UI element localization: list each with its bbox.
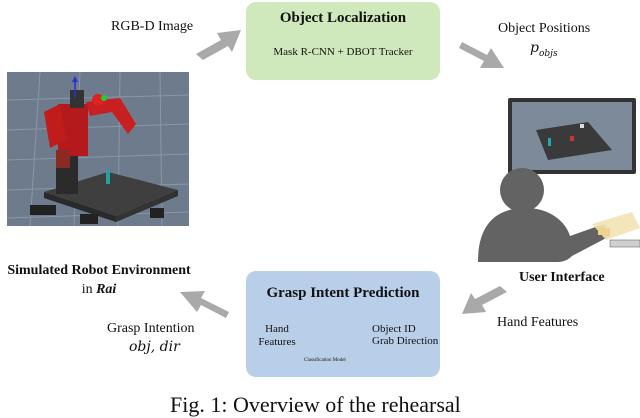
robot-sim-image [6,71,190,227]
arrow-interface-to-grasp [462,286,507,314]
sim-env-subtitle: in Rai [0,282,198,298]
nn-output-object-id: Object ID [372,323,416,335]
user-interface-label: User Interface [519,270,605,285]
nn-model-caption: Classification Model [304,358,346,363]
nn-input-line-2: Features [258,336,296,348]
localization-subtitle: Mask R-CNN + DBOT Tracker [273,46,413,58]
object-positions-label: Object Positions [498,21,591,36]
object-positions-symbol: pobjs [530,40,558,59]
p-subscript: objs [538,48,558,59]
arrow-grasp-to-robot [180,291,229,318]
object-localization-box: Object Localization Mask R-CNN + DBOT Tr… [246,2,440,80]
rgbd-image-label: RGB-D Image [111,19,194,34]
localization-title: Object Localization [279,10,407,26]
arrow-rgbd-to-localization [196,30,241,60]
nn-output-grab-direction: Grab Direction [372,335,439,347]
grasp-intention-label: Grasp Intention [107,321,195,336]
grasp-intent-box: Grasp Intent Prediction Hand Features Ob… [246,271,440,377]
sim-env-prefix: in [81,282,97,297]
arrow-localization-to-positions [459,42,504,68]
figure-caption: Fig. 1: Overview of the rehearsal [170,392,461,417]
sim-env-name: Rai [96,282,117,297]
hand-features-label: Hand Features [497,315,579,330]
user-interface-illustration [478,98,640,262]
diagram-canvas [6,30,640,357]
nn-input-label: Hand Features [256,323,298,349]
flow-arrows [180,30,507,318]
grasp-title: Grasp Intent Prediction [266,285,420,301]
sim-env-title: Simulated Robot Environment [7,263,191,278]
grasp-intention-symbol: obj, dir [129,339,180,355]
p-symbol: p [530,40,539,56]
nn-input-line-1: Hand [265,323,289,335]
